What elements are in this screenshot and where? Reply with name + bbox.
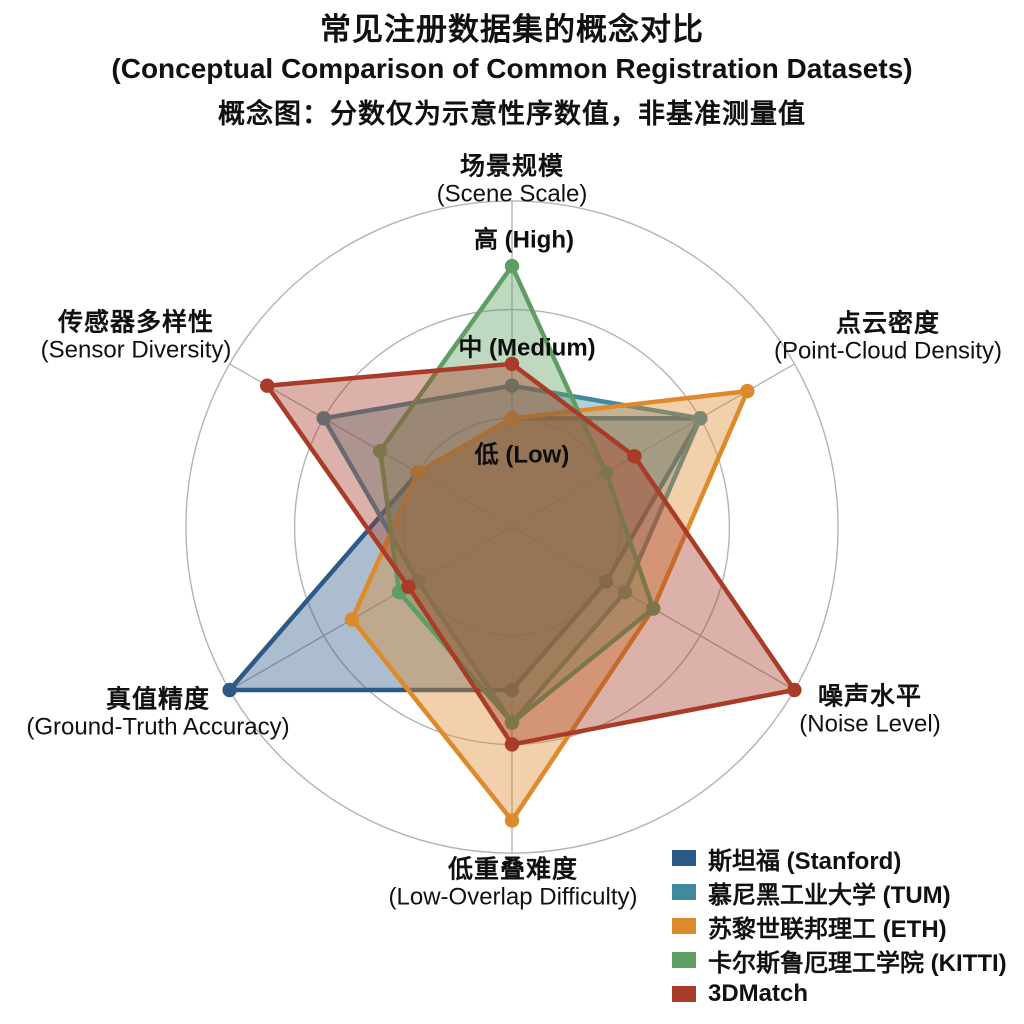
series-3-marker-1 — [598, 465, 614, 480]
axis-label-noise-level: 噪声水平 (Noise Level) — [799, 683, 940, 738]
legend-label-kitti: 卡尔斯鲁厄理工学院 (KITTI) — [708, 949, 1007, 977]
series-4-marker-0 — [504, 356, 520, 372]
series-2-marker-3 — [504, 813, 520, 828]
legend-swatch-tum — [672, 884, 696, 900]
series-4-marker-5 — [260, 378, 275, 393]
axis-label-low-overlap-difficulty-en: (Low-Overlap Difficulty) — [388, 883, 638, 911]
legend-item-stanford: 斯坦福 (Stanford) — [672, 841, 1007, 875]
series-1-marker-5 — [316, 411, 331, 426]
axis-spoke-4 — [229, 526, 513, 691]
series-1-marker-1 — [693, 411, 708, 426]
axis-label-ground-truth-accuracy-zh: 真值精度 — [105, 685, 211, 714]
series-0-marker-3 — [504, 682, 520, 698]
title-block: 常见注册数据集的概念对比 (Conceptual Comparison of C… — [0, 10, 1024, 134]
series-2-marker-1 — [740, 383, 755, 399]
series-2-marker-4 — [344, 612, 360, 627]
legend-swatch-eth — [672, 918, 696, 934]
series-0-marker-4 — [222, 682, 237, 698]
axis-label-sensor-diversity: 传感器多样性 (Sensor Diversity) — [41, 309, 232, 364]
series-4-marker-3 — [504, 737, 520, 752]
axis-label-ground-truth-accuracy-en: (Ground-Truth Accuracy) — [26, 713, 290, 741]
legend-label-eth: 苏黎世联邦理工 (ETH) — [708, 915, 947, 943]
legend-label-3dmatch: 3DMatch — [708, 980, 809, 1007]
series-1-marker-2 — [617, 585, 633, 600]
legend-item-tum: 慕尼黑工业大学 (TUM) — [672, 875, 1007, 909]
legend-item-eth: 苏黎世联邦理工 (ETH) — [672, 909, 1007, 943]
series-1-marker-0 — [504, 378, 520, 393]
legend-item-3dmatch: 3DMatch — [672, 977, 1007, 1011]
axis-label-ground-truth-accuracy: 真值精度 (Ground-Truth Accuracy) — [26, 686, 289, 741]
page-subtitle: 概念图：分数仅为示意性序数值，非基准测量值 — [218, 99, 806, 129]
legend-swatch-3dmatch — [672, 986, 696, 1002]
series-3-marker-0 — [504, 258, 520, 274]
series-3-marker-5 — [373, 443, 388, 459]
series-3-marker-3 — [504, 715, 520, 730]
series-2-marker-5 — [410, 465, 426, 480]
series-4-marker-2 — [787, 682, 802, 698]
axis-label-point-cloud-density-zh: 点云密度 — [835, 309, 940, 338]
axis-label-low-overlap-difficulty-zh: 低重叠难度 — [447, 855, 579, 884]
page-title-zh: 常见注册数据集的概念对比 — [320, 12, 704, 47]
series-4-marker-4 — [401, 579, 416, 594]
tick-label-high: 高 (High) — [474, 226, 574, 254]
series-2-marker-0 — [504, 411, 520, 426]
legend: 斯坦福 (Stanford) 慕尼黑工业大学 (TUM) 苏黎世联邦理工 (ET… — [672, 841, 1007, 1011]
axis-label-noise-level-en: (Noise Level) — [799, 710, 941, 738]
axis-label-sensor-diversity-en: (Sensor Diversity) — [40, 336, 232, 364]
legend-label-stanford: 斯坦福 (Stanford) — [708, 847, 902, 875]
legend-swatch-stanford — [672, 850, 696, 866]
axis-spoke-5 — [229, 363, 513, 528]
axis-label-point-cloud-density-en: (Point-Cloud Density) — [773, 337, 1003, 365]
tick-label-medium: 中 (Medium) — [458, 334, 596, 362]
axis-label-scene-scale: 场景规模 (Scene Scale) — [437, 153, 588, 208]
series-0-marker-2 — [598, 574, 614, 589]
axis-label-scene-scale-en: (Scene Scale) — [436, 180, 588, 208]
page-title-en: (Conceptual Comparison of Common Registr… — [111, 53, 913, 84]
axis-label-point-cloud-density: 点云密度 (Point-Cloud Density) — [774, 310, 1002, 365]
axis-label-noise-level-zh: 噪声水平 — [817, 682, 923, 711]
axis-label-low-overlap-difficulty: 低重叠难度 (Low-Overlap Difficulty) — [389, 856, 638, 911]
tick-label-low: 低 (Low) — [474, 441, 570, 469]
legend-label-tum: 慕尼黑工业大学 (TUM) — [708, 881, 951, 909]
legend-swatch-kitti — [672, 952, 696, 968]
axis-label-sensor-diversity-zh: 传感器多样性 — [57, 308, 215, 337]
legend-item-kitti: 卡尔斯鲁厄理工学院 (KITTI) — [672, 943, 1007, 977]
axis-label-scene-scale-zh: 场景规模 — [459, 152, 564, 181]
series-3-marker-2 — [646, 601, 661, 616]
series-4-marker-1 — [627, 449, 642, 464]
